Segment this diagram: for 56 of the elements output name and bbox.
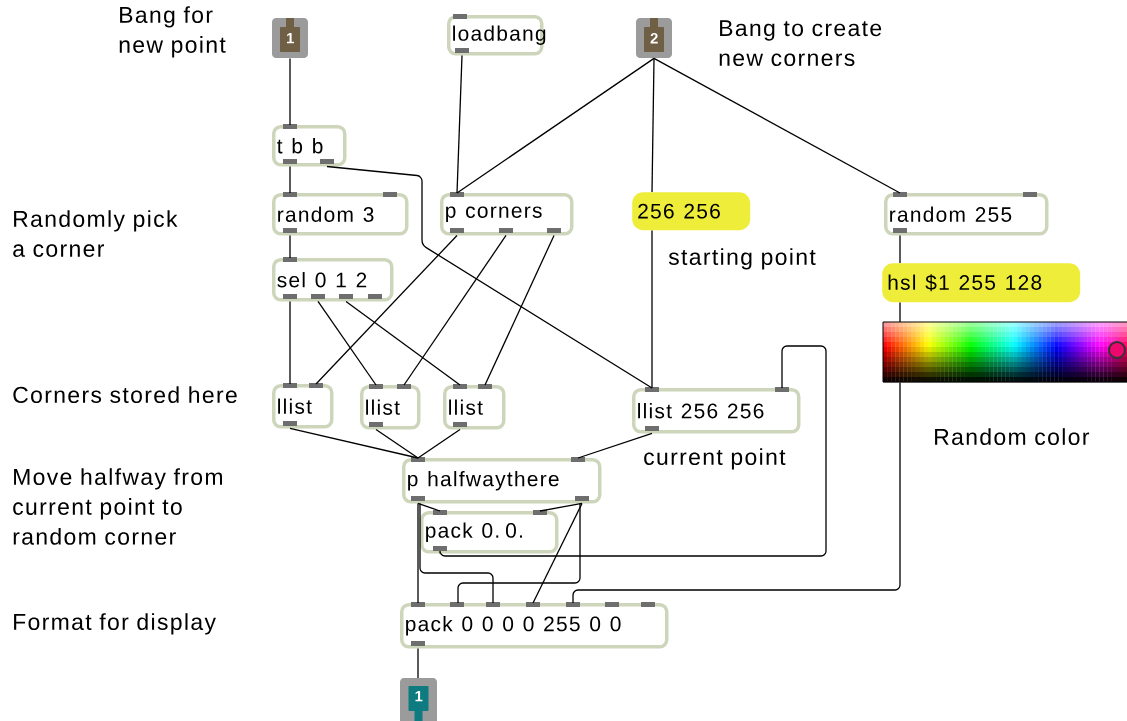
comment-text: Corners stored here (13, 386, 237, 403)
caption-text: Bang for new point (119, 6, 226, 58)
patch-cord (457, 502, 581, 604)
patch-cord (577, 432, 653, 459)
object-box: pack 0 0 0 0 255 0 0 (400, 602, 669, 649)
patch-cord (289, 300, 291, 385)
caption-text: Random color (935, 428, 1090, 445)
comment-text: Format for display (14, 613, 216, 635)
object-box: llist (272, 383, 334, 429)
message-box: 256 256 (632, 192, 751, 231)
patch-cord (317, 300, 377, 386)
patch-cord (403, 234, 507, 386)
patch-cord (651, 57, 655, 193)
patch-cord (572, 381, 901, 604)
comment-text: Move halfway from current point to random corner (13, 468, 222, 545)
patch-cord (653, 57, 901, 194)
object-box: loadbang (447, 14, 546, 56)
object-box: p corners (440, 192, 574, 236)
outlet-box: 1 (400, 678, 437, 721)
patch-cord (456, 57, 655, 194)
patch-cord (289, 57, 291, 126)
patch-cord (345, 300, 461, 386)
object-box: t b b (272, 124, 347, 167)
object-box: llist (443, 384, 506, 430)
object-box: llist 256 256 (632, 387, 801, 434)
patch-cord (651, 229, 653, 389)
object-box: pack 0. 0. (420, 510, 559, 554)
patch-cord (289, 427, 419, 459)
patch-cord (417, 428, 461, 459)
patch-cord (419, 502, 494, 604)
message-box: hsl $1 255 128 (882, 263, 1081, 303)
patch-cord (456, 54, 463, 194)
object-box: random 255 (884, 192, 1049, 236)
object-box: sel 0 1 2 (272, 257, 394, 302)
object-box: random 3 (272, 192, 409, 236)
patch-cord (417, 647, 419, 679)
caption-text: current point (644, 448, 786, 470)
patch-cord (289, 165, 291, 194)
patch-cord (375, 428, 419, 459)
patch-cord (326, 165, 653, 389)
patch-cord (532, 502, 583, 604)
patch-cord (439, 345, 827, 557)
caption-text: starting point (668, 248, 816, 270)
patch-cord (315, 234, 458, 385)
patch-cord (417, 502, 419, 604)
object-box: p halfwaythere (402, 457, 602, 504)
caption-text: Bang to create new corners (719, 20, 882, 67)
comment-text: Randomly pick a corner (13, 210, 178, 257)
patch-cord (289, 234, 291, 259)
object-box: llist (360, 384, 421, 430)
patch-cord (484, 234, 555, 386)
patch-cord (899, 301, 901, 323)
inlet-box: 2 (636, 18, 672, 58)
inlet-box: 1 (272, 18, 308, 58)
spectrum-picker (882, 321, 1127, 383)
patch-cord (899, 234, 901, 264)
